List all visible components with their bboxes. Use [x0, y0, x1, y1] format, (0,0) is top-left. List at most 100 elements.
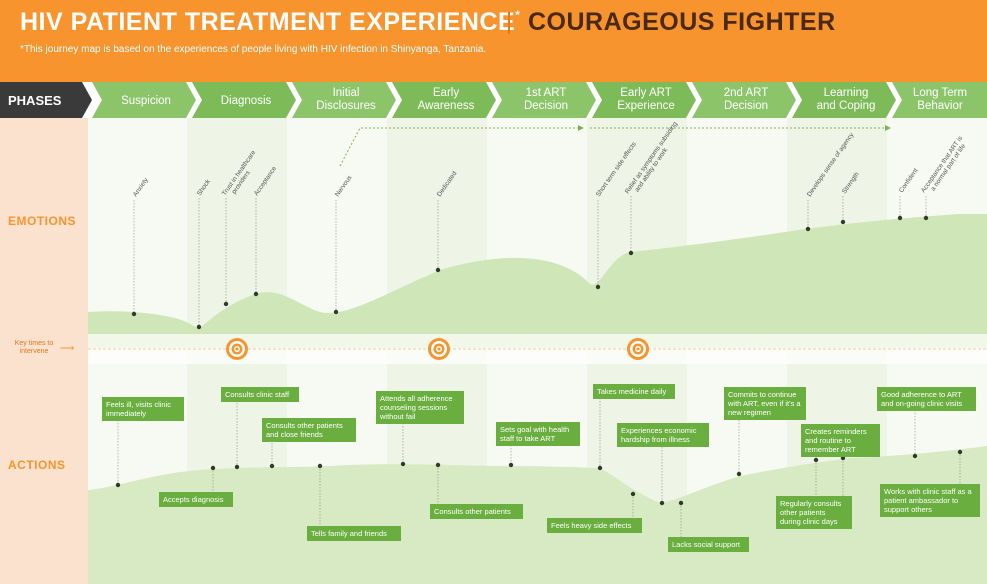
emotion-points: [131, 215, 929, 330]
phase-label: Suspicion: [121, 95, 171, 107]
phase-label: Disclosures: [316, 100, 376, 112]
phase-label: 2nd ART: [724, 87, 769, 99]
action-point: [210, 465, 216, 471]
row-labels-column: [0, 118, 88, 584]
action-box: Commits to continue with ART, even if it…: [724, 387, 806, 420]
action-box: Regularly consults other patients during…: [776, 496, 852, 529]
intervene-targets: [226, 338, 649, 360]
phase-label: Diagnosis: [221, 95, 272, 107]
emotion-point: [595, 284, 601, 290]
journey-arrows: [339, 127, 885, 167]
phase-label: Decision: [724, 100, 768, 112]
action-point: [234, 464, 240, 470]
arrow-head-icon: [885, 125, 891, 131]
arrow-head-icon: [578, 125, 584, 131]
title-asterisk: *: [515, 8, 521, 22]
action-point: [508, 462, 514, 468]
action-point: [957, 449, 963, 455]
action-point: [269, 463, 275, 469]
action-point: [659, 500, 665, 506]
phase-label: Early ART: [620, 87, 672, 99]
action-point: [317, 463, 323, 469]
phase-chevron: [892, 82, 987, 118]
phase-labels: Suspicion Diagnosis Initial Disclosures …: [121, 87, 967, 112]
phase-chevron: [692, 82, 796, 118]
action-box: Feels ill, visits clinic immediately: [102, 397, 184, 421]
phase-chevrons: [92, 82, 987, 118]
action-box: Lacks social support: [668, 537, 749, 552]
phases-label-arrow: [82, 82, 92, 118]
persona-title: COURAGEOUS FIGHTER: [528, 8, 836, 36]
action-box: Accepts diagnosis: [159, 492, 233, 507]
emotion-point: [253, 291, 259, 297]
phase-chevron: [92, 82, 196, 118]
phase-chevron: [292, 82, 396, 118]
target-icon: [428, 338, 450, 360]
action-point: [813, 457, 819, 463]
action-box: Sets goal with health staff to take ART: [496, 422, 580, 446]
action-box: Good adherence to ART and on-going clini…: [877, 387, 976, 411]
page-title: HIV PATIENT TREATMENT EXPERIENCE*: [20, 8, 521, 36]
action-box: Takes medicine daily: [593, 384, 675, 399]
phase-label: Decision: [524, 100, 568, 112]
action-box: Consults other patients: [430, 504, 523, 519]
emotion-point: [131, 311, 137, 317]
action-point: [736, 471, 742, 477]
emotion-curve-area: [88, 214, 987, 348]
phase-label: Behavior: [917, 100, 963, 112]
footnote: *This journey map is based on the experi…: [20, 44, 487, 55]
emotion-point: [897, 215, 903, 221]
action-box: Consults other patients and close friend…: [262, 418, 356, 442]
phases-label: PHASES: [0, 82, 82, 118]
header: HIV PATIENT TREATMENT EXPERIENCE* COURAG…: [0, 0, 987, 82]
emotion-leaders: [133, 196, 927, 327]
action-curve-area: [88, 446, 987, 584]
emotion-point: [923, 215, 929, 221]
journey-arrow-1: [339, 127, 578, 167]
key-times-arrow-icon: ⟶: [60, 343, 75, 354]
phase-label: Long Term: [913, 87, 967, 99]
action-point: [115, 482, 121, 488]
phase-label: Learning: [824, 87, 869, 99]
emotion-point: [805, 226, 811, 232]
key-times-band: [88, 334, 987, 364]
phase-label: 1st ART: [526, 87, 567, 99]
target-icon: [627, 338, 649, 360]
title-divider: [508, 12, 510, 34]
action-point: [400, 461, 406, 467]
action-box: Attends all adherence counseling session…: [376, 391, 464, 424]
action-point: [912, 453, 918, 459]
action-point: [597, 465, 603, 471]
action-box: Creates reminders and routine to remembe…: [801, 424, 880, 457]
emotion-point: [333, 309, 339, 315]
action-point: [678, 500, 684, 506]
action-point: [435, 462, 441, 468]
action-box: Works with clinic staff as a patient amb…: [880, 484, 980, 517]
action-point: [630, 491, 636, 497]
action-box: Tells family and friends: [307, 526, 401, 541]
action-box: Experiences economic hardship from illne…: [617, 423, 709, 447]
phase-chevron: [192, 82, 296, 118]
actions-row-label: ACTIONS: [8, 458, 66, 472]
phase-chevron: [792, 82, 896, 118]
phase-label: Initial: [333, 87, 360, 99]
phase-label: Early: [433, 87, 459, 99]
action-box: Feels heavy side effects: [547, 518, 642, 533]
emotion-point: [628, 250, 634, 256]
action-box: Consults clinic staff: [221, 387, 299, 402]
emotion-point: [840, 219, 846, 225]
target-icon: [226, 338, 248, 360]
action-points: [115, 449, 963, 506]
phase-label: Experience: [617, 100, 675, 112]
emotion-point: [223, 301, 229, 307]
key-times-label: Key times to intervene: [14, 340, 54, 355]
phase-label: and Coping: [817, 100, 876, 112]
phase-chevron: [492, 82, 596, 118]
emotions-row-label: EMOTIONS: [8, 214, 77, 228]
emotion-point: [196, 324, 202, 330]
phase-chevron: [592, 82, 696, 118]
emotion-point: [435, 267, 441, 273]
phase-label: Awareness: [418, 100, 475, 112]
action-leaders: [117, 395, 961, 537]
